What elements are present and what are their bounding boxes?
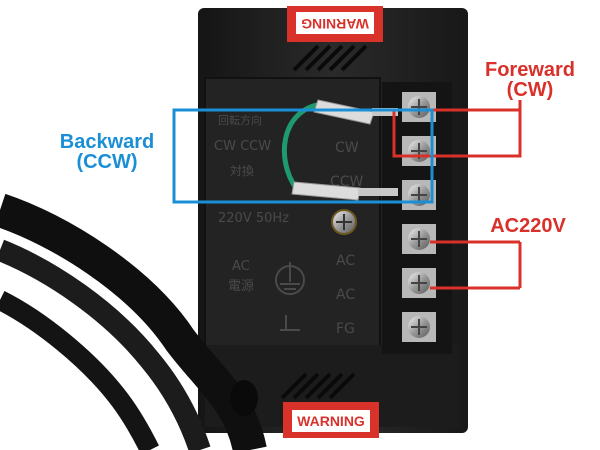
panel-switch-text: 対換 xyxy=(230,164,254,178)
panel-ac-line2: 電源 xyxy=(228,279,254,294)
panel-ac-line1: AC xyxy=(232,259,250,274)
jumper-wire xyxy=(282,99,398,201)
backward-callout-line2: (CCW) xyxy=(76,151,138,173)
ac220v-callout: AC220V xyxy=(472,216,584,236)
warning-text-bottom: WARNING xyxy=(297,413,365,429)
terminal-label-3: AC xyxy=(336,253,355,269)
terminal-screw-5 xyxy=(402,268,436,298)
forward-highlight xyxy=(392,100,522,158)
warning-text-top: WARNING xyxy=(301,16,369,32)
terminal-screw-4 xyxy=(402,224,436,254)
terminal-label-1: CW xyxy=(335,140,359,156)
terminal-screws xyxy=(402,92,436,342)
warning-label-top: WARNING xyxy=(287,6,383,42)
panel-direction-options: CW CCW xyxy=(214,139,271,154)
top-vents xyxy=(292,44,368,72)
backward-highlight xyxy=(172,108,434,204)
backward-ccw-callout: Backward (CCW) xyxy=(42,132,172,172)
panel-voltage: 220V 50Hz xyxy=(218,211,289,226)
power-highlight xyxy=(430,240,522,290)
warning-label-bottom: WARNING xyxy=(283,402,379,438)
forward-callout-line1: Foreward xyxy=(484,59,576,81)
terminal-label-4: AC xyxy=(336,287,355,303)
ground-symbol xyxy=(275,262,305,331)
power-cable xyxy=(0,193,267,450)
panel-direction-title: 回転方向 xyxy=(218,113,262,127)
mounting-screw xyxy=(331,209,357,235)
forward-cw-callout: Foreward (CW) xyxy=(474,60,586,100)
terminal-label-5: FG xyxy=(336,321,355,337)
bottom-vents xyxy=(280,372,356,400)
terminal-screw-1 xyxy=(402,92,436,122)
terminal-screw-6 xyxy=(402,312,436,342)
backward-callout-line1: Backward xyxy=(59,131,155,153)
power-callout-label: AC220V xyxy=(490,215,566,237)
forward-callout-line2: (CW) xyxy=(506,79,554,101)
